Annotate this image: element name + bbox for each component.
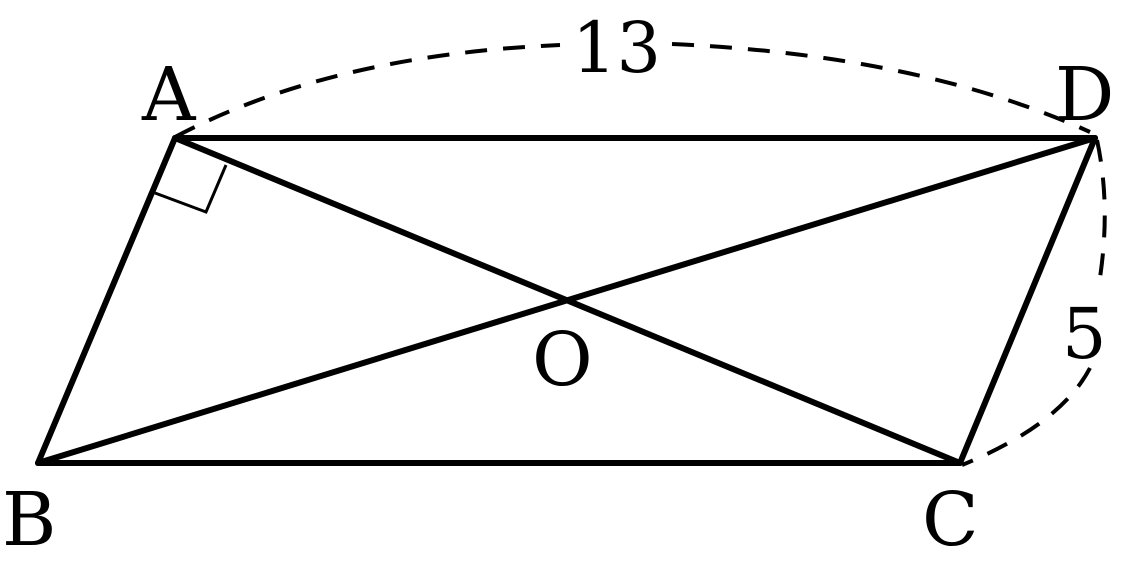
label-b: B	[2, 477, 56, 563]
arc-cd-dimension-bottom	[961, 367, 1092, 467]
right-angle-marker	[154, 164, 228, 214]
length-cd: 5	[1062, 293, 1107, 375]
length-ad: 13	[572, 7, 661, 89]
arc-cd-dimension-top	[1095, 139, 1107, 291]
label-o: O	[532, 317, 593, 403]
arc-ad-dimension-right	[671, 42, 1091, 134]
arc-ad-dimension	[174, 43, 561, 139]
diagonal-bd	[35, 135, 1098, 466]
label-d: D	[1055, 52, 1114, 138]
label-c: C	[922, 477, 979, 563]
side-cd	[957, 135, 1098, 466]
label-a: A	[141, 52, 197, 138]
side-ab	[35, 135, 178, 466]
